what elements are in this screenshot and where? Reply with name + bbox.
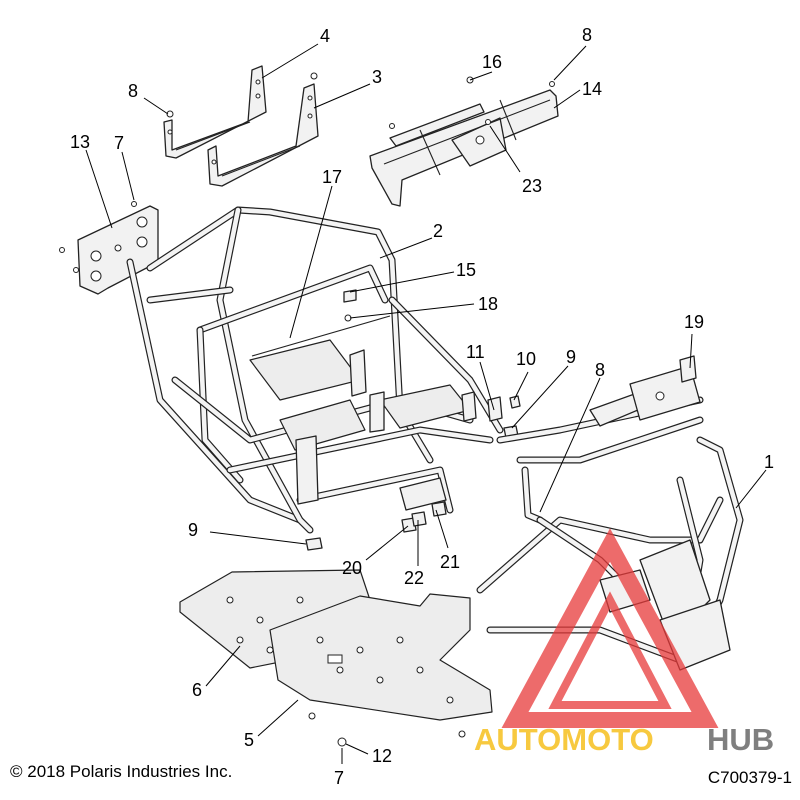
part-12-washer-icon <box>337 737 347 747</box>
callout-2: 2 <box>433 221 443 241</box>
part-9-clip <box>305 537 323 551</box>
automotohub-watermark: AUTOMOTO HUB <box>474 528 774 757</box>
callout-21: 21 <box>440 552 460 572</box>
callout-5: 5 <box>244 730 254 750</box>
callout-15: 15 <box>456 260 476 280</box>
part-5-skid-plate <box>269 593 493 721</box>
leader-lines <box>85 43 767 764</box>
callout-6: 6 <box>192 680 202 700</box>
callout-17: 17 <box>322 167 342 187</box>
part-19-rear-subframe <box>496 355 704 524</box>
bolt-8-icon <box>166 110 174 118</box>
part-15-clip <box>343 289 357 303</box>
callout-9: 9 <box>188 520 198 540</box>
callout-11: 11 <box>466 342 485 362</box>
part-2-main-frame <box>126 206 504 534</box>
nut-icon <box>73 267 79 273</box>
nut-icon <box>59 247 65 253</box>
callout-18: 18 <box>478 294 498 314</box>
bolt-8-icon <box>549 81 555 87</box>
part-11-bracket <box>487 396 503 422</box>
callout-20: 20 <box>342 558 362 578</box>
callout-10: 10 <box>516 349 536 369</box>
callout-9: 9 <box>566 347 576 367</box>
callout-23: 23 <box>522 176 542 196</box>
part-22-fastener <box>411 511 427 527</box>
part-4-bracket <box>163 65 267 159</box>
callout-8: 8 <box>582 25 592 45</box>
callout-12: 12 <box>372 746 392 766</box>
fastener-icon <box>458 730 466 738</box>
watermark-text-automoto: AUTOMOTO <box>474 722 654 757</box>
callout-3: 3 <box>372 67 382 87</box>
bolt-23-icon <box>485 119 491 125</box>
part-13-plate <box>77 205 159 295</box>
callout-8: 8 <box>128 81 138 101</box>
callout-19: 19 <box>684 312 704 332</box>
callout-numbers: 4 3 8 13 7 16 8 14 23 17 2 15 18 19 11 1… <box>70 25 774 788</box>
part-11-bracket <box>461 391 477 422</box>
bolt-icon <box>310 72 318 80</box>
copyright-text: © 2018 Polaris Industries Inc. <box>10 762 233 781</box>
bolt-icon <box>389 123 395 129</box>
fastener-icon <box>308 712 316 720</box>
watermark-text-hub: HUB <box>707 722 774 757</box>
part-21-fastener <box>431 501 447 517</box>
callout-8: 8 <box>595 360 605 380</box>
callout-22: 22 <box>404 568 424 588</box>
bolt-7-icon <box>131 201 137 207</box>
callout-7: 7 <box>114 133 124 153</box>
callout-1: 1 <box>764 452 774 472</box>
callout-7: 7 <box>334 768 344 788</box>
figure-code: C700379-1 <box>707 768 792 787</box>
part-3-bracket <box>207 83 319 187</box>
callout-14: 14 <box>582 79 602 99</box>
callout-16: 16 <box>482 52 502 72</box>
callout-4: 4 <box>320 26 330 46</box>
callout-13: 13 <box>70 132 90 152</box>
